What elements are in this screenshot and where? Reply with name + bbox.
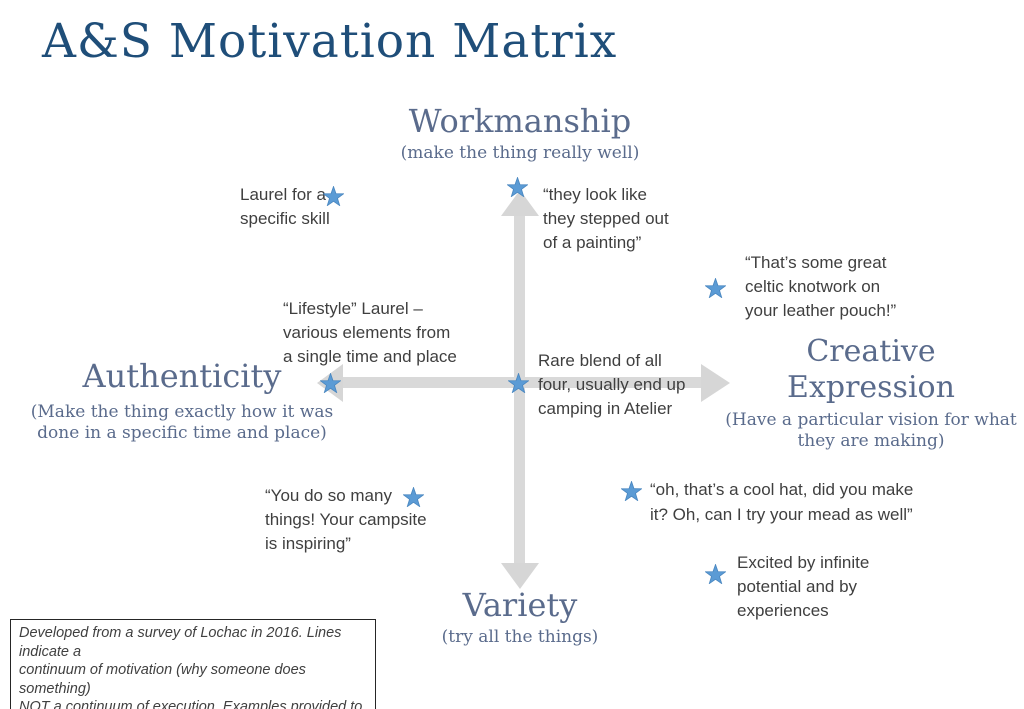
axis-variety-label: Variety bbox=[462, 586, 578, 624]
star-icon bbox=[403, 487, 424, 507]
footnote-text: Developed from a survey of Lochac in 201… bbox=[19, 625, 363, 709]
annotation-celtic-knotwork: “That’s some great celtic knotwork on yo… bbox=[745, 253, 897, 320]
footnote-box: Developed from a survey of Lochac in 201… bbox=[10, 619, 376, 709]
annotation-laurel-specific-skill: Laurel for a specific skill bbox=[240, 185, 330, 228]
axis-creative-expression-label: Creative Expression bbox=[787, 334, 955, 405]
vertical-axis-line bbox=[514, 212, 525, 567]
axis-authenticity-subtitle: (Make the thing exactly how it was done … bbox=[30, 402, 334, 443]
axis-variety: Variety (try all the things) bbox=[420, 587, 620, 648]
axis-workmanship-subtitle: (make the thing really well) bbox=[400, 143, 640, 163]
page-title: A&S Motivation Matrix bbox=[42, 14, 618, 69]
axis-creative-expression: Creative Expression (Have a particular v… bbox=[718, 334, 1024, 452]
arrow-down-icon bbox=[501, 563, 539, 589]
star-icon bbox=[323, 186, 344, 206]
axis-workmanship: Workmanship (make the thing really well) bbox=[360, 103, 680, 164]
annotation-stepped-out-of-painting: “they look like they stepped out of a pa… bbox=[543, 185, 669, 252]
annotation-campsite-inspiring: “You do so many things! Your campsite is… bbox=[265, 486, 427, 553]
annotation-rare-blend: Rare blend of all four, usually end up c… bbox=[538, 351, 686, 418]
star-icon bbox=[320, 373, 341, 393]
star-icon bbox=[508, 373, 529, 393]
axis-authenticity-label: Authenticity bbox=[82, 357, 282, 395]
axis-variety-subtitle: (try all the things) bbox=[441, 627, 599, 647]
annotation-lifestyle-laurel: “Lifestyle” Laurel – various elements fr… bbox=[283, 299, 457, 366]
annotation-excited-infinite: Excited by infinite potential and by exp… bbox=[737, 553, 870, 620]
axis-creative-expression-subtitle: (Have a particular vision for what they … bbox=[725, 410, 1017, 451]
arrow-right-icon bbox=[701, 364, 730, 402]
star-icon bbox=[705, 564, 726, 584]
axis-workmanship-label: Workmanship bbox=[408, 102, 632, 140]
star-icon bbox=[507, 177, 528, 197]
star-icon bbox=[621, 481, 642, 501]
star-icon bbox=[705, 278, 726, 298]
annotation-cool-hat-mead: “oh, that’s a cool hat, did you make it?… bbox=[650, 480, 914, 524]
axis-authenticity: Authenticity (Make the thing exactly how… bbox=[30, 358, 334, 444]
